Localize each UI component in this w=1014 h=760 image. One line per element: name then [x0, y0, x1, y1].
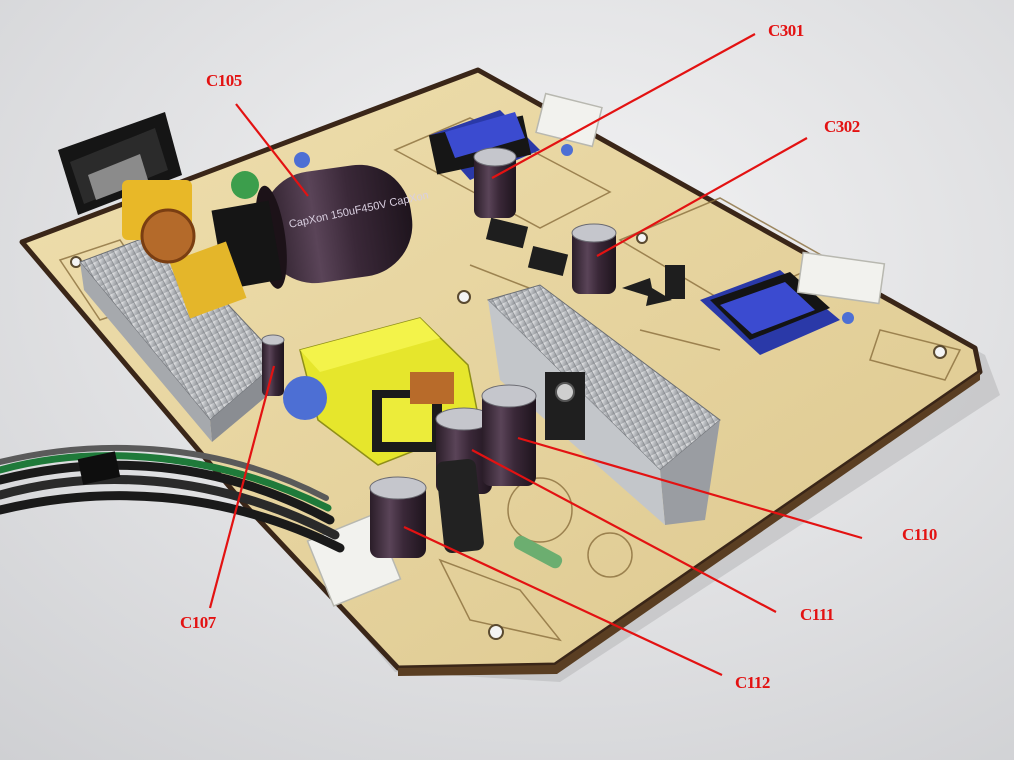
callout-line-c110 [517, 436, 863, 540]
callout-line-c302 [596, 137, 808, 257]
capacitor-c107 [261, 334, 285, 396]
callout-line-c107 [208, 365, 276, 609]
label-c301: C301 [768, 21, 804, 40]
power-inlet [58, 112, 182, 215]
label-c110: C110 [902, 525, 937, 544]
cable-bundle [0, 444, 345, 553]
label-c111: C111 [800, 605, 834, 624]
label-c105: C105 [206, 71, 242, 90]
connector-right [796, 251, 886, 305]
callout-line-c301 [491, 33, 756, 179]
callout-lines [208, 33, 863, 676]
capacitor-c301 [473, 147, 517, 218]
callout-line-c105 [235, 103, 309, 197]
yellow-transformer [299, 317, 481, 466]
callout-line-c111 [471, 449, 777, 613]
capacitor-c105: CapXon 150uF450V CapXon [255, 164, 430, 289]
label-c302: C302 [824, 117, 860, 136]
capacitor-c112 [369, 476, 427, 558]
callout-line-c112 [403, 526, 723, 676]
label-c112: C112 [735, 673, 770, 692]
label-c107: C107 [180, 613, 216, 632]
inductor [436, 458, 484, 554]
misc-components [122, 144, 854, 569]
capacitor-c302 [571, 223, 617, 294]
